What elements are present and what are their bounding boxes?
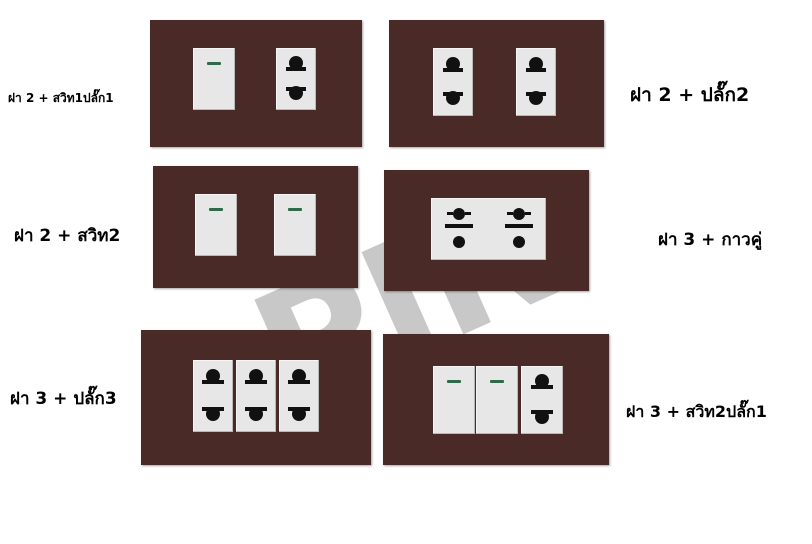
socket-holes-icon (526, 57, 546, 105)
socket-module (279, 360, 319, 432)
socket-holes-icon (245, 369, 267, 421)
switch-module[interactable] (195, 194, 237, 256)
indicator-led-icon (447, 380, 461, 383)
indicator-led-icon (207, 62, 221, 65)
switch-module[interactable] (433, 366, 475, 434)
label-cover2-plug2: ฝา 2 + ปลั๊ก2 (630, 84, 750, 106)
socket-holes-icon (531, 374, 553, 424)
socket-module (433, 48, 473, 116)
plate-cover3-switch2-plug1 (383, 334, 609, 465)
switch-module[interactable] (476, 366, 518, 434)
plate-cover3-plug3 (141, 330, 371, 465)
label-cover3-double: ฝา 3 + กาวคู่ (658, 230, 763, 250)
label-cover2-switch2: ฝา 2 + สวิท2 (14, 226, 121, 246)
universal-socket-holes-icon (445, 208, 533, 248)
indicator-led-icon (490, 380, 504, 383)
socket-module (236, 360, 276, 432)
socket-module (516, 48, 556, 116)
socket-holes-icon (286, 56, 306, 100)
plate-cover2-plug2 (389, 20, 604, 147)
socket-holes-icon (288, 369, 310, 421)
indicator-led-icon (209, 208, 223, 211)
plate-cover2-switch2 (153, 166, 358, 288)
label-cover3-plug3: ฝา 3 + ปลั๊ก3 (10, 389, 117, 409)
indicator-led-icon (288, 208, 302, 211)
label-cover2-switch1-plug1: ฝา 2 + สวิท1ปลั๊ก1 (8, 91, 114, 105)
plate-cover2-switch1-plug1 (150, 20, 362, 147)
plate-cover3-double-socket (384, 170, 589, 291)
socket-module (521, 366, 563, 434)
switch-module[interactable] (193, 48, 235, 110)
double-socket-module (431, 198, 546, 260)
socket-holes-icon (202, 369, 224, 421)
switch-module[interactable] (274, 194, 316, 256)
socket-holes-icon (443, 57, 463, 105)
socket-module (193, 360, 233, 432)
label-cover3-switch2-plug1: ฝา 3 + สวิท2ปลั๊ก1 (626, 402, 767, 421)
socket-module (276, 48, 316, 110)
